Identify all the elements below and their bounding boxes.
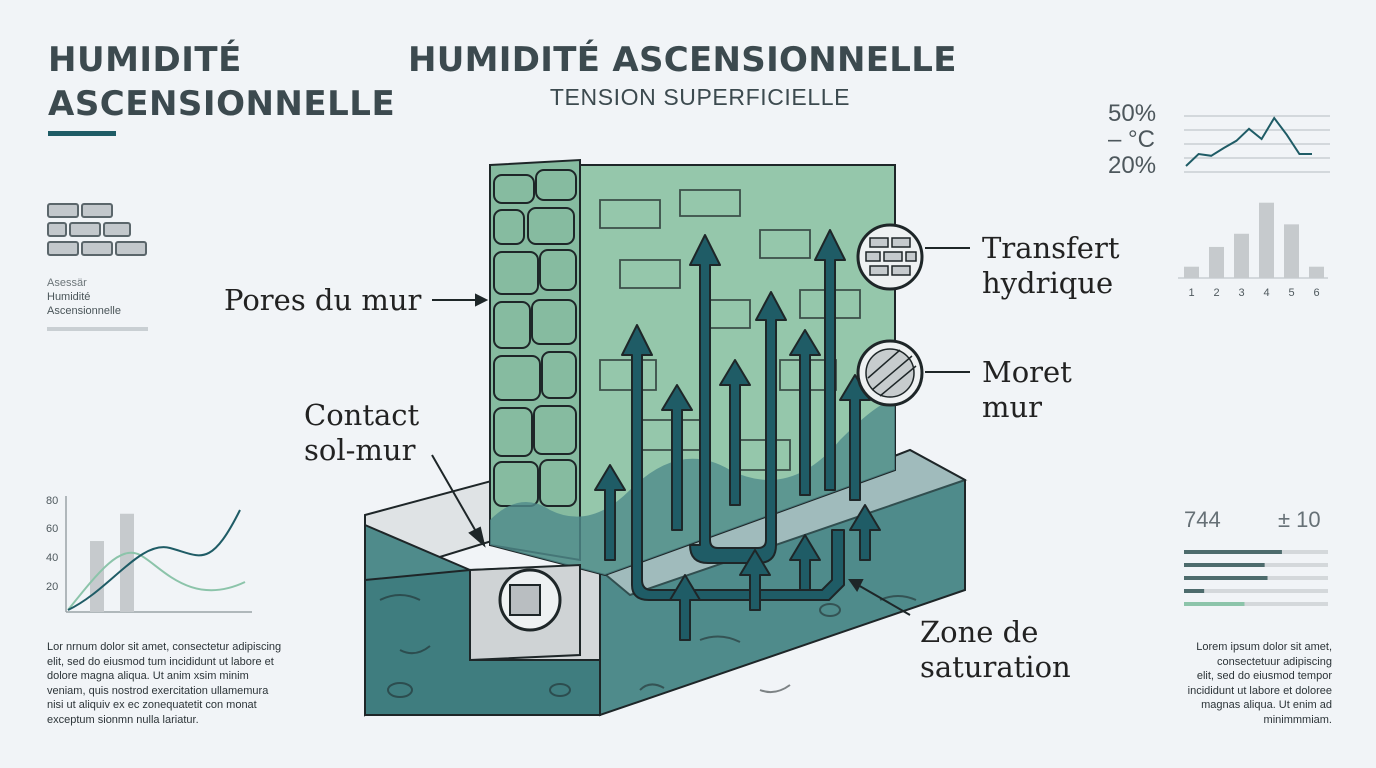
stat-tolerance: ± 10 bbox=[1278, 507, 1321, 532]
bar-tick-label: 1 bbox=[1188, 287, 1194, 299]
left-line-chart: 80 60 40 20 bbox=[46, 495, 252, 613]
label-pores: Pores du mur bbox=[224, 283, 422, 317]
progress-fill bbox=[1184, 602, 1245, 606]
sidebar-name-line1: Humidité bbox=[47, 291, 91, 303]
paragraph-right-line: minimmmiam. bbox=[1263, 713, 1332, 726]
label-zone-line1: Zone de bbox=[920, 615, 1039, 649]
bar bbox=[120, 513, 134, 612]
y-tick-label: 80 bbox=[46, 495, 58, 507]
sidebar-name-line2: Ascensionnelle bbox=[47, 305, 121, 317]
progress-fill bbox=[1184, 576, 1268, 580]
label-moret-line1: Moret bbox=[982, 355, 1072, 389]
left-title: HUMIDITÉ ASCENSIONNELLE bbox=[48, 38, 395, 126]
left-title-underline bbox=[48, 131, 116, 136]
label-contact: Contact sol-mur bbox=[304, 398, 419, 468]
paragraph-left-line: Lor nrnum dolor sit amet, consectetur ad… bbox=[47, 641, 282, 653]
readout-top: 50% bbox=[1108, 100, 1157, 127]
y-tick-label: 60 bbox=[46, 523, 58, 535]
bar bbox=[1284, 224, 1299, 278]
paragraph-left-line: veniam, quis nostrod exercitation ullame… bbox=[47, 684, 269, 697]
page-subtitle: TENSION SUPERFICIELLE bbox=[549, 84, 851, 110]
bar bbox=[1259, 202, 1274, 278]
y-tick-label: 20 bbox=[46, 581, 58, 593]
bar-chart: 1 2 3 4 5 6 bbox=[1178, 202, 1328, 299]
progress-bars bbox=[1184, 550, 1328, 606]
paragraph-right-line: consectetuur adipiscing bbox=[1217, 655, 1332, 668]
label-contact-line1: Contact bbox=[304, 398, 420, 432]
readout-bottom: 20% bbox=[1108, 152, 1157, 179]
progress-fill bbox=[1184, 563, 1265, 567]
label-moret-line2: mur bbox=[982, 390, 1043, 424]
paragraph-left: Lor nrnum dolor sit amet, consectetur ad… bbox=[47, 640, 297, 727]
paragraph-right-line: incididunt ut labore et doloree bbox=[1187, 684, 1332, 697]
bar-tick-label: 4 bbox=[1263, 287, 1269, 299]
bar bbox=[1309, 266, 1324, 278]
sidebar-divider bbox=[47, 327, 148, 331]
paragraph-left-line: exceptum sionmn nulla lariatur. bbox=[47, 713, 199, 726]
sidebar-caption: Asessär bbox=[47, 277, 87, 289]
paragraph-right: Lorem ipsum dolor sit amet, consectetuur… bbox=[1130, 640, 1332, 727]
label-moret: Moret mur bbox=[982, 355, 1072, 425]
label-transfert: Transfert hydrique bbox=[982, 231, 1119, 301]
bar bbox=[1184, 266, 1199, 278]
label-zone-line2: saturation bbox=[920, 650, 1071, 684]
paragraph-right-line: elit, sed do eiusmod tempor bbox=[1196, 670, 1332, 682]
y-tick-label: 40 bbox=[46, 552, 58, 564]
stat-value: 744 bbox=[1184, 507, 1221, 532]
label-zone: Zone de saturation bbox=[920, 615, 1071, 685]
paragraph-left-line: dolore magna aliqua. Ut anim xsim minim bbox=[47, 670, 249, 682]
progress-fill bbox=[1184, 589, 1205, 593]
bar-tick-label: 5 bbox=[1288, 287, 1294, 299]
wall-diagram bbox=[364, 158, 970, 717]
progress-fill bbox=[1184, 550, 1282, 554]
left-title-line2: ASCENSIONNELLE bbox=[48, 84, 396, 124]
label-transfert-line2: hydrique bbox=[982, 266, 1114, 300]
trend-line bbox=[1185, 116, 1312, 167]
readout-mid: – °C bbox=[1108, 126, 1155, 153]
bar-tick-label: 6 bbox=[1313, 287, 1319, 299]
paragraph-left-line: elit, sed do eiusmod tum incididunt ut l… bbox=[47, 655, 274, 668]
bar bbox=[1234, 233, 1249, 278]
bar-tick-label: 3 bbox=[1238, 287, 1244, 299]
left-title-line1: HUMIDITÉ bbox=[48, 40, 242, 80]
page-title: HUMIDITÉ ASCENSIONNELLE bbox=[408, 40, 957, 80]
bar bbox=[1209, 246, 1224, 278]
bar-tick-label: 2 bbox=[1213, 287, 1219, 299]
label-transfert-line1: Transfert bbox=[982, 231, 1120, 265]
brick-icon bbox=[47, 203, 147, 256]
paragraph-right-line: magnas aliqua. Ut enim ad bbox=[1201, 699, 1332, 711]
paragraph-right-line: Lorem ipsum dolor sit amet, bbox=[1196, 641, 1332, 653]
label-contact-line2: sol-mur bbox=[304, 433, 416, 467]
trend-line-chart bbox=[1184, 115, 1330, 173]
paragraph-left-line: nisi ut aliquiv ex ec zonequatetit con m… bbox=[47, 699, 257, 711]
progress-track bbox=[1184, 589, 1328, 593]
progress-track bbox=[1184, 602, 1328, 606]
series-line-dark bbox=[67, 509, 241, 611]
